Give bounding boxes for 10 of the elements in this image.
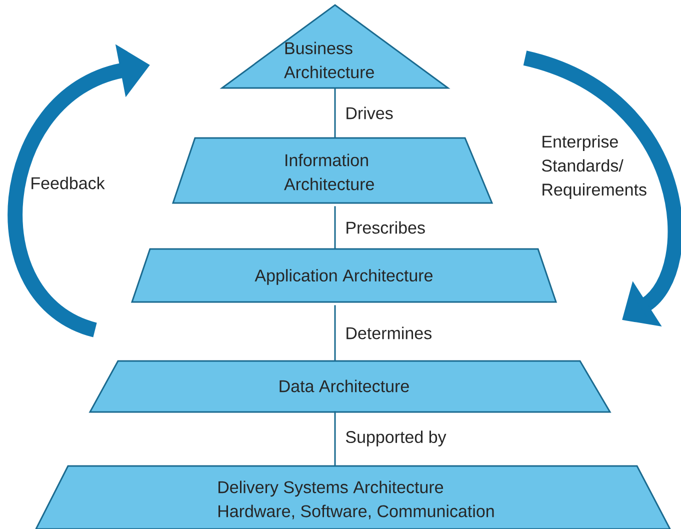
edge-label: Supported by xyxy=(346,430,446,446)
arrow-label: Feedback xyxy=(32,176,105,190)
edge-label: Prescribes xyxy=(346,221,425,234)
arrow-label: Enterprise Standards/ Requirements xyxy=(542,135,646,200)
connector-line xyxy=(334,88,336,138)
edge-label: Drives xyxy=(346,106,393,120)
connector-line xyxy=(334,305,336,361)
edge-label: Determines xyxy=(346,326,432,340)
connector-line xyxy=(334,411,336,466)
connector-line xyxy=(334,206,336,249)
